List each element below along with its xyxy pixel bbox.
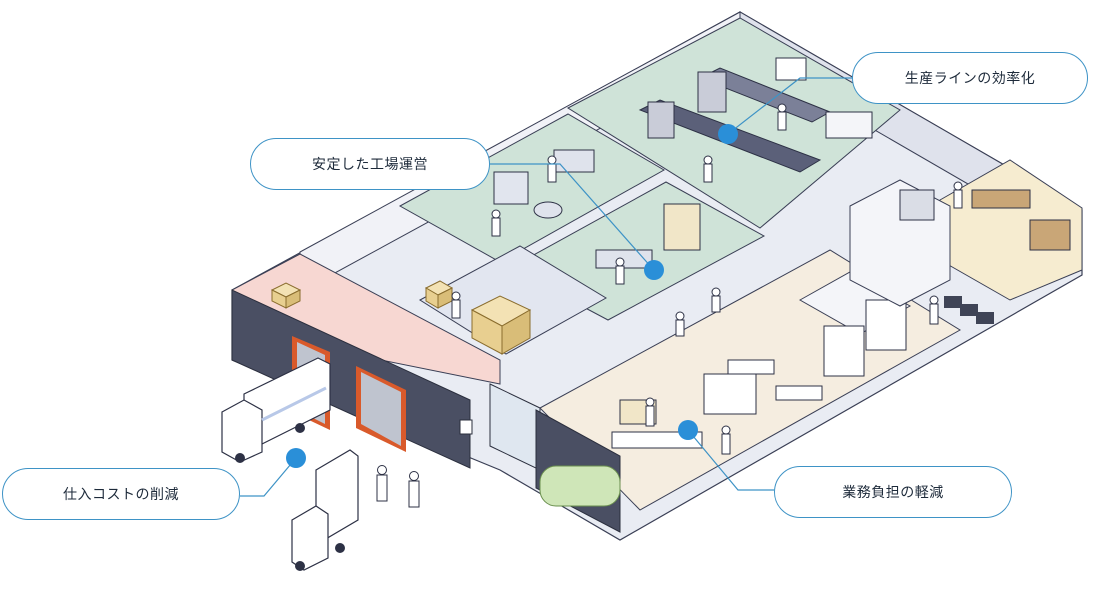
sink-icon xyxy=(944,296,994,324)
callout-workload: 業務負担の軽減 xyxy=(774,466,1012,518)
machine-icon xyxy=(647,101,675,139)
partition-icon xyxy=(703,373,757,415)
shelf-icon xyxy=(663,203,701,251)
machine-icon xyxy=(697,71,727,113)
shelf-icon xyxy=(1029,219,1071,251)
callout-leader-lines xyxy=(240,77,852,497)
box-icon xyxy=(270,282,302,309)
processing-room-floor xyxy=(398,113,666,263)
box-icon xyxy=(424,280,454,309)
production-line-room-floor xyxy=(566,17,901,229)
counter-icon xyxy=(971,189,1031,209)
window-icon xyxy=(775,57,807,81)
box-icon xyxy=(470,295,532,355)
vent-icon xyxy=(459,419,473,435)
desk-icon xyxy=(611,431,703,449)
callout-stable-operation: 安定した工場運営 xyxy=(250,138,490,190)
tile-wall-icon xyxy=(899,189,935,221)
kettle-icon xyxy=(533,201,563,219)
truck-icon xyxy=(291,449,359,571)
worker-icon xyxy=(376,103,963,508)
exterior-wall-left xyxy=(231,289,471,469)
dock-door-icon xyxy=(356,366,406,452)
desk-icon xyxy=(727,359,775,375)
shelf-icon xyxy=(493,171,529,205)
callout-purchase-cost: 仕入コストの削減 xyxy=(2,468,240,520)
marker-icon xyxy=(286,124,738,468)
truck-icon xyxy=(221,357,331,463)
shelf-icon xyxy=(825,111,873,139)
desk-icon xyxy=(775,385,823,401)
callout-production-line: 生産ラインの効率化 xyxy=(852,52,1088,104)
machine-icon xyxy=(553,149,595,173)
hedge-icon xyxy=(539,465,621,507)
locker-icon xyxy=(823,299,907,377)
